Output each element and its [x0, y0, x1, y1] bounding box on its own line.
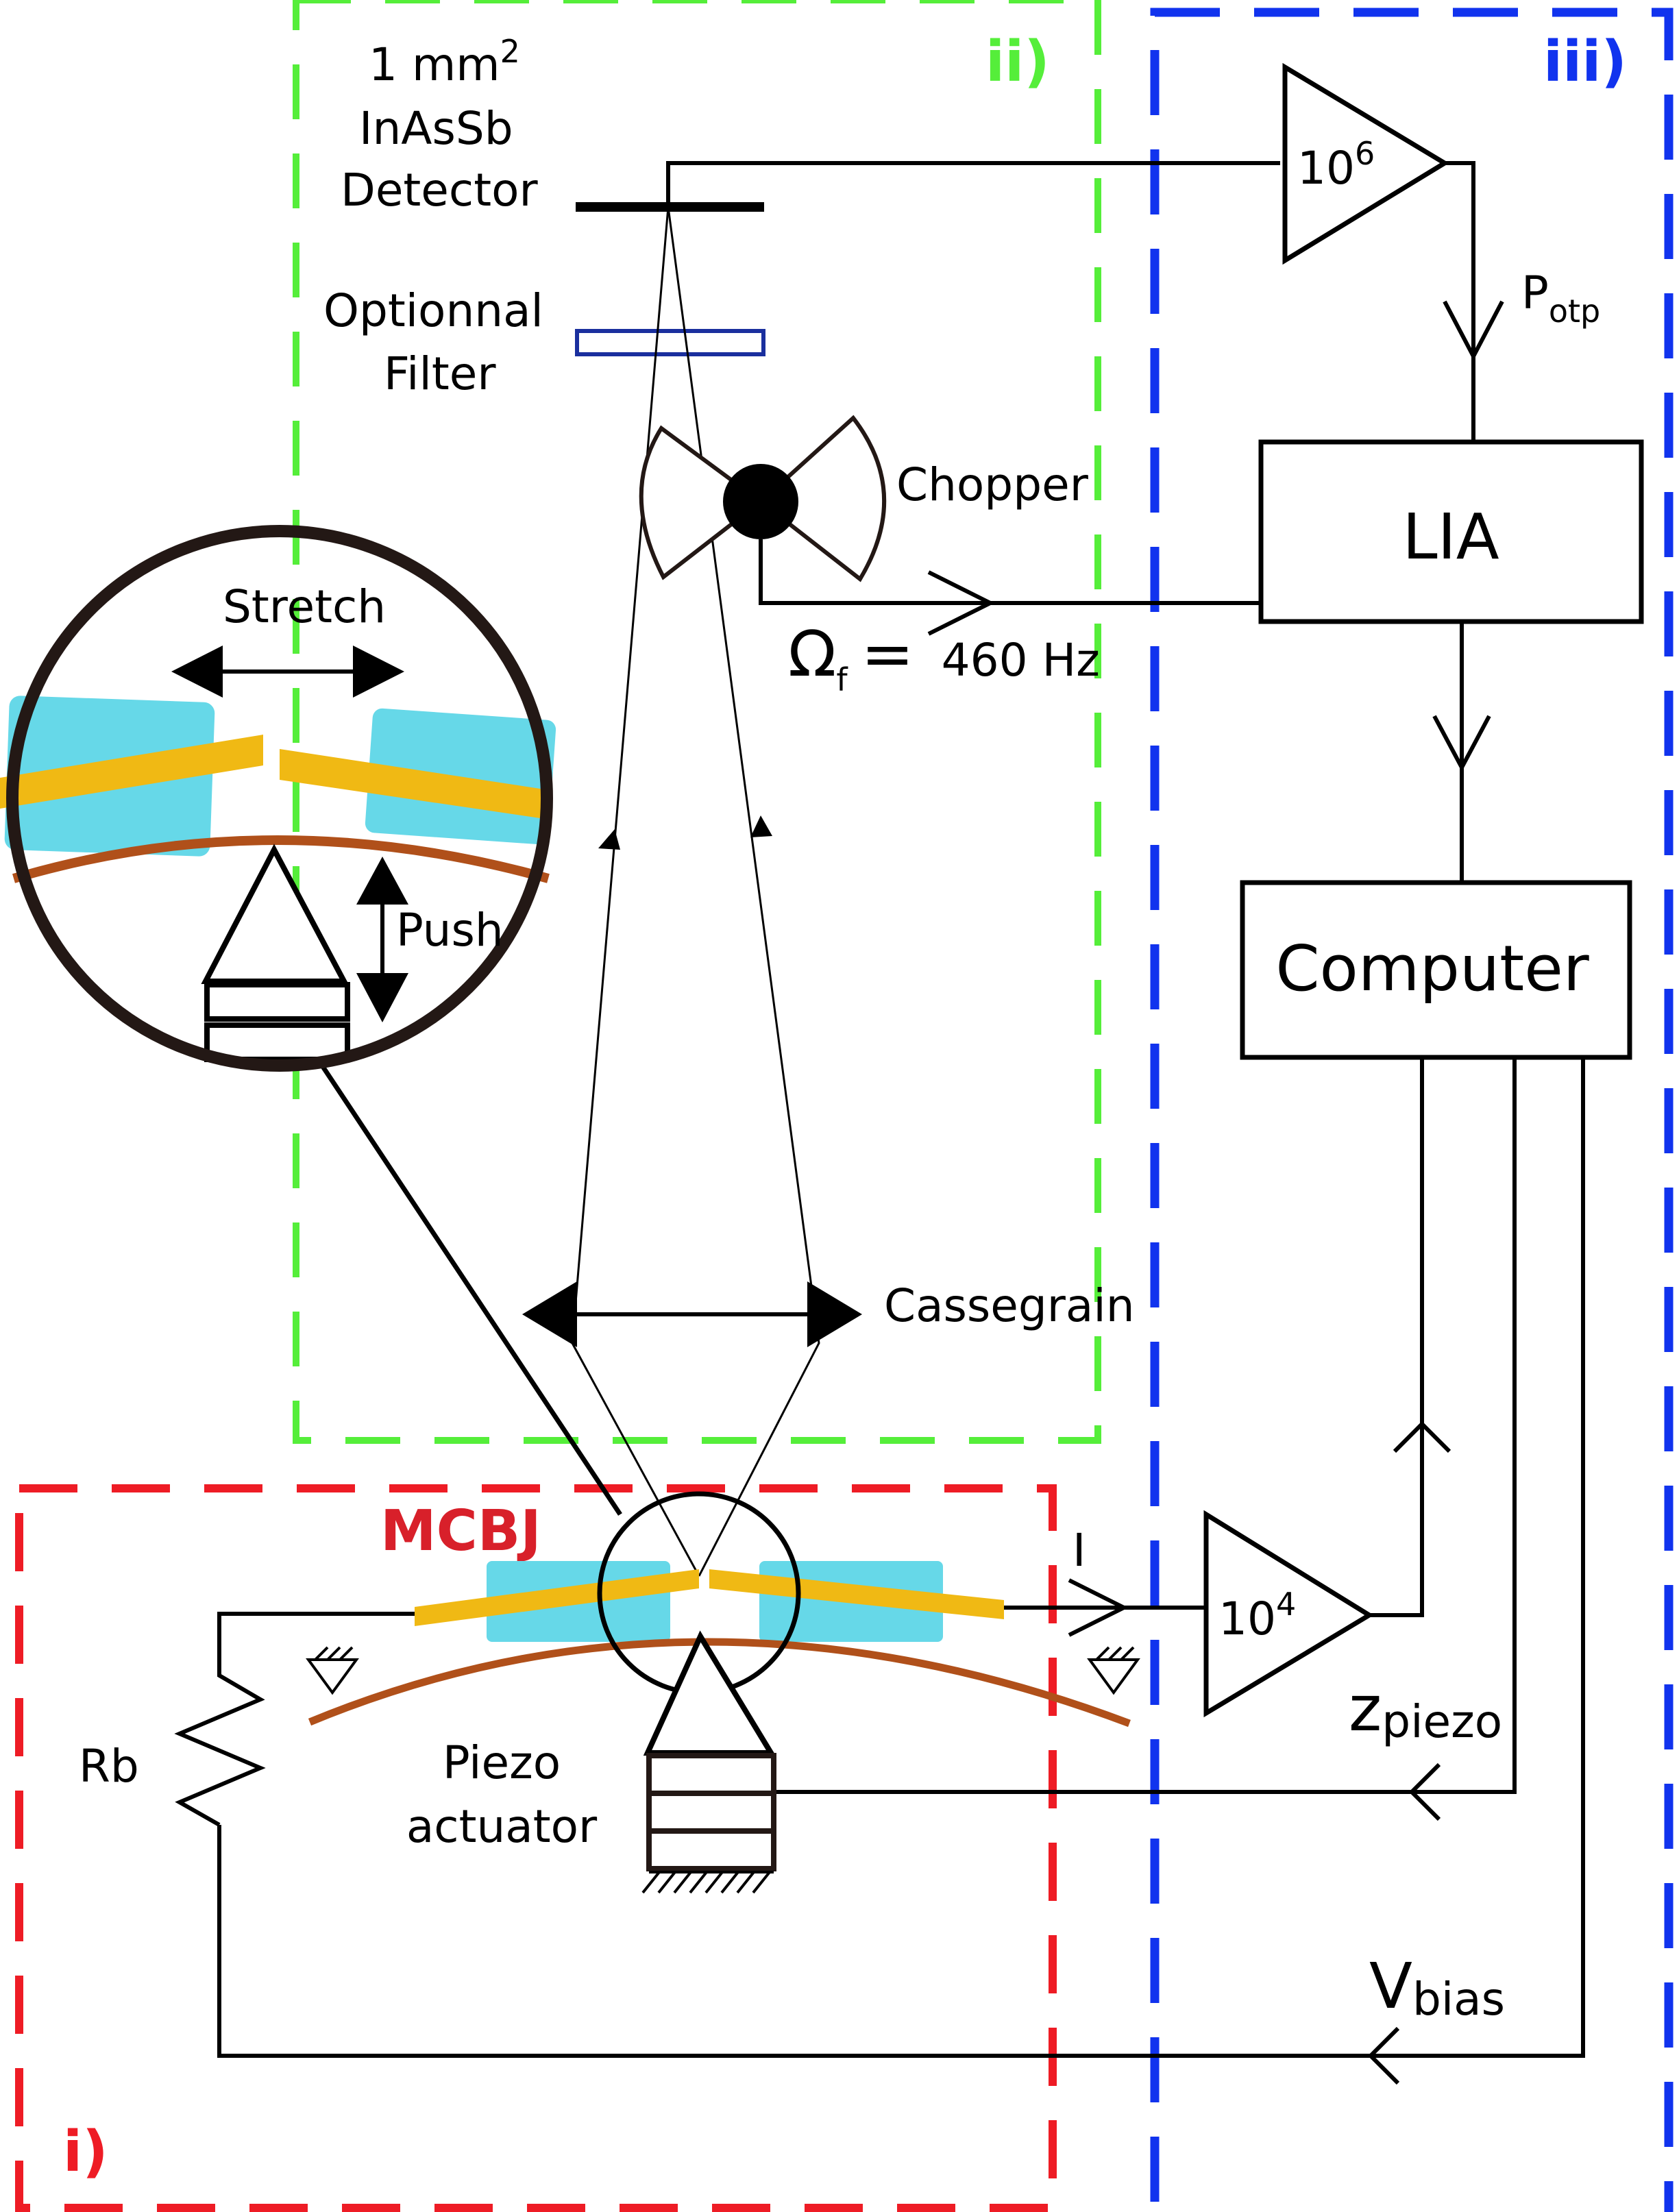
amplifier-bottom	[1203, 1510, 1374, 1718]
zoom-substrate	[12, 835, 550, 883]
cassegrain-right-arrowhead	[807, 1281, 862, 1347]
detector-label-line3: Detector	[341, 164, 538, 217]
current-signal-wire	[1371, 1057, 1424, 1617]
zpiezo-wire	[776, 1057, 1517, 1794]
zoom-view	[0, 696, 556, 1062]
zoom-left-electrode	[0, 735, 263, 809]
mcbj-right-electrode	[709, 1569, 1004, 1619]
stretch-arrow-right-head	[353, 646, 404, 698]
amplifier-top-gain: 106	[1297, 135, 1375, 195]
beam-arrow-right	[750, 815, 772, 837]
amp-to-lia-wire	[1445, 161, 1475, 442]
region-i-label: i)	[63, 2119, 108, 2185]
zoom-right-electrode	[280, 749, 545, 819]
mcbj-substrate	[308, 1638, 1131, 1728]
stretch-arrow-left-head	[171, 646, 223, 698]
amplifier-bottom-gain: 104	[1218, 1586, 1296, 1645]
piezo-ground-hatch	[641, 1871, 774, 1894]
mcbj-left-electrode	[415, 1569, 699, 1626]
chopper-reference-wire	[759, 539, 1261, 605]
cassegrain-label: Cassegrain	[884, 1279, 1135, 1332]
region-ii-box	[293, 0, 1101, 1444]
lia-box	[1258, 439, 1644, 624]
filter-label-line1: Optionnal	[323, 284, 543, 337]
resistor-label: Rb	[79, 1740, 139, 1793]
vbias-arrow	[1367, 2026, 1400, 2085]
zoom-connector	[320, 1064, 622, 1516]
push-label: Push	[396, 904, 504, 957]
beam-right	[667, 206, 820, 1577]
computer-label: Computer	[1275, 932, 1589, 1005]
cassegrain-left-arrowhead	[522, 1281, 577, 1347]
vbias-label: Vbias	[1369, 1950, 1505, 2026]
zpiezo-label: zpiezo	[1349, 1672, 1502, 1748]
chopper-label: Chopper	[896, 458, 1089, 511]
piezo-stack-3	[646, 1828, 776, 1871]
current-signal-arrow	[1393, 1421, 1451, 1453]
zpiezo-arrow	[1408, 1762, 1441, 1821]
lia-output-arrow	[1432, 715, 1491, 772]
stretch-label: Stretch	[223, 580, 386, 633]
detector-output-wire	[666, 161, 1280, 207]
region-iii-box	[1150, 8, 1674, 2212]
region-iii-label: iii)	[1543, 29, 1627, 95]
region-ii-label: ii)	[985, 29, 1050, 95]
piezo-stack-2	[646, 1791, 776, 1834]
optional-filter	[575, 329, 765, 356]
potp-arrow	[1443, 300, 1504, 361]
piezo-pusher	[643, 1630, 776, 1756]
resistor-wire	[174, 1612, 415, 1827]
ground-symbol-left	[306, 1646, 359, 1695]
lia-label: LIA	[1402, 500, 1499, 574]
vbias-wire	[217, 1057, 1585, 2058]
frequency-label: Ωf=460 Hz	[788, 617, 1100, 698]
current-input-arrow	[1068, 1578, 1129, 1637]
piezo-label-line1: Piezo	[443, 1736, 561, 1789]
amplifier-top	[1282, 62, 1449, 265]
beam-arrow-left	[598, 829, 620, 850]
potp-label: Potp	[1521, 267, 1600, 330]
push-arrow-bottom-head	[356, 973, 408, 1022]
piezo-stack-1	[646, 1753, 776, 1796]
region-i-box	[15, 1484, 1057, 2212]
ground-symbol-right	[1087, 1646, 1140, 1695]
current-label: I	[1073, 1524, 1086, 1577]
piezo-label-line2: actuator	[406, 1800, 598, 1853]
mcbj-label: MCBJ	[380, 1499, 541, 1564]
detector-label-line2: InAsSb	[359, 102, 513, 155]
push-arrow-top-head	[356, 857, 408, 905]
beam-left	[571, 206, 700, 1577]
computer-box	[1240, 880, 1632, 1060]
zoom-piezo-stack-top	[204, 982, 350, 1022]
chopper	[639, 415, 887, 582]
detector-label-line1: 1 mm2	[369, 33, 520, 91]
zoom-pusher	[201, 844, 349, 984]
filter-label-line2: Filter	[384, 347, 496, 400]
chopper-reference-arrow	[927, 570, 995, 636]
zoom-circle	[6, 525, 553, 1072]
